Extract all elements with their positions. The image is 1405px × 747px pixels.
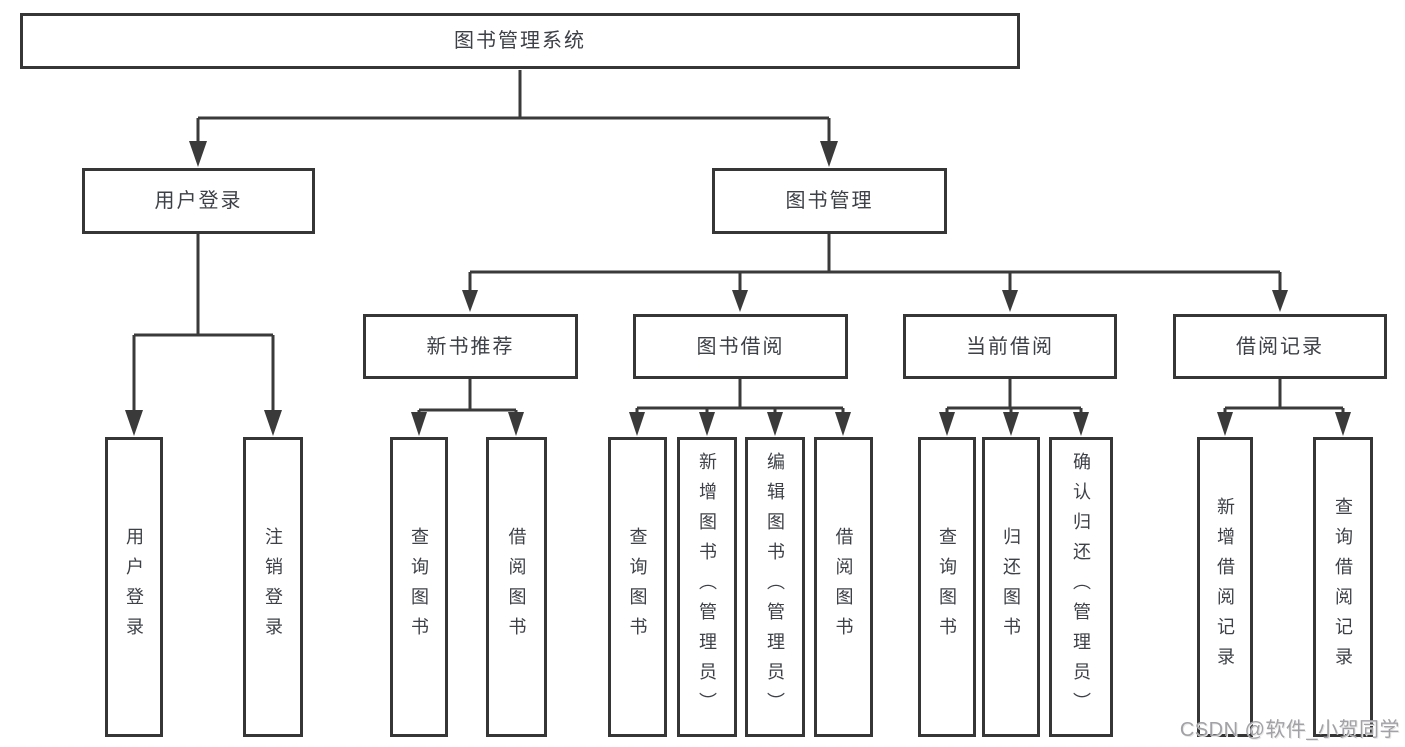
node-new-book-recommendation: 新书推荐 xyxy=(363,314,578,379)
node-current-borrowing: 当前借阅 xyxy=(903,314,1117,379)
leaf-current-return-books: 归还图书 xyxy=(982,437,1040,737)
leaf-newbook-query-books: 查询图书 xyxy=(390,437,448,737)
leaf-borrowing-borrow-books: 借阅图书 xyxy=(814,437,873,737)
csdn-watermark: CSDN @软件_小贺同学 xyxy=(1179,719,1400,741)
leaf-borrowing-edit-books-admin: 编辑图书（管理员） xyxy=(745,437,805,737)
node-book-management: 图书管理 xyxy=(712,168,947,234)
node-user-login: 用户登录 xyxy=(82,168,315,234)
leaf-records-query-borrow-record: 查询借阅记录 xyxy=(1313,437,1373,737)
leaf-current-confirm-return-admin: 确认归还（管理员） xyxy=(1049,437,1113,737)
leaf-user-login: 用户登录 xyxy=(105,437,163,737)
node-library-management-system: 图书管理系统 xyxy=(20,13,1020,69)
node-book-borrowing: 图书借阅 xyxy=(633,314,848,379)
leaf-records-add-borrow-record: 新增借阅记录 xyxy=(1197,437,1253,737)
leaf-current-query-books: 查询图书 xyxy=(918,437,976,737)
arrowhead-icons xyxy=(125,141,1351,436)
leaf-borrowing-add-books-admin: 新增图书（管理员） xyxy=(677,437,737,737)
node-borrowing-records: 借阅记录 xyxy=(1173,314,1387,379)
leaf-logout: 注销登录 xyxy=(243,437,303,737)
leaf-newbook-borrow-books: 借阅图书 xyxy=(486,437,547,737)
leaf-borrowing-query-books: 查询图书 xyxy=(608,437,667,737)
